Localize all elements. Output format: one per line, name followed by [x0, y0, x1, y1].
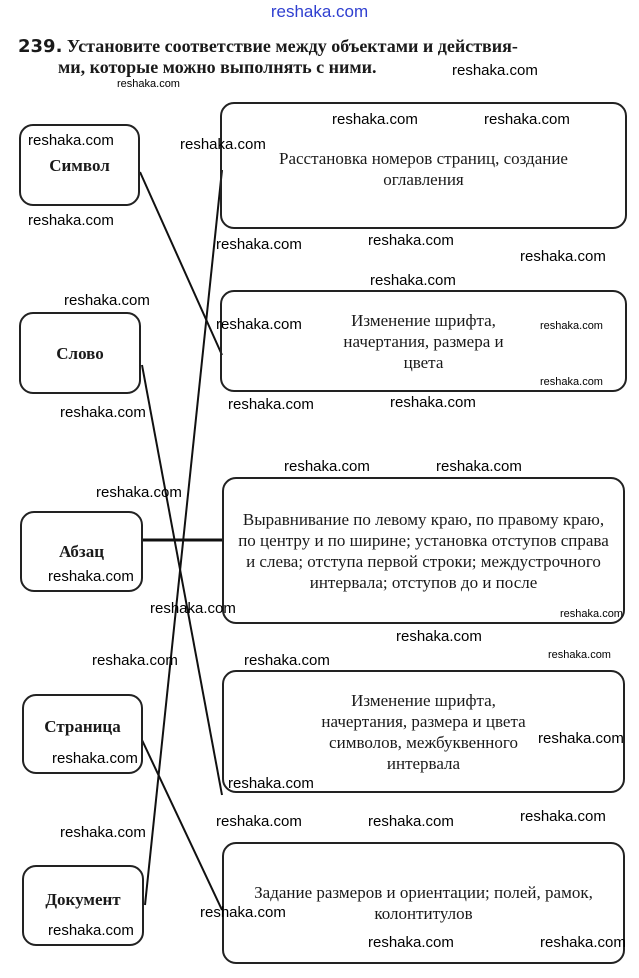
watermark-text: reshaka.com: [332, 111, 418, 128]
watermark-text: reshaka.com: [48, 922, 134, 939]
object-abzac: Абзац: [20, 511, 143, 592]
watermark-text: reshaka.com: [520, 808, 606, 825]
action-font-symbols: Изменение шрифта, начертания, размера и …: [222, 670, 625, 793]
watermark-text: reshaka.com: [228, 396, 314, 413]
match-line-stranica: [141, 739, 223, 911]
watermark-text: reshaka.com: [390, 394, 476, 411]
watermark-text: reshaka.com: [216, 236, 302, 253]
watermark-text: reshaka.com: [48, 568, 134, 585]
watermark-text: reshaka.com: [284, 458, 370, 475]
watermark-text: reshaka.com: [244, 652, 330, 669]
task-text-line2: ми, которые можно выполнять с ними.: [58, 57, 377, 77]
watermark-text: reshaka.com: [560, 608, 623, 620]
watermark-text: reshaka.com: [180, 136, 266, 153]
watermark-text: reshaka.com: [60, 824, 146, 841]
watermark-text: reshaka.com: [396, 628, 482, 645]
watermark-text: reshaka.com: [368, 934, 454, 951]
watermark-text: reshaka.com: [540, 934, 626, 951]
watermark-text: reshaka.com: [200, 904, 286, 921]
watermark-text: reshaka.com: [484, 111, 570, 128]
object-dokument: Документ: [22, 865, 144, 946]
action-alignment: Выравнивание по левому краю, по правому …: [222, 477, 625, 624]
object-simvol: Символ: [19, 124, 140, 206]
watermark-text: reshaka.com: [52, 750, 138, 767]
watermark-text: reshaka.com: [368, 813, 454, 830]
watermark-text: reshaka.com: [370, 272, 456, 289]
watermark-text: reshaka.com: [96, 484, 182, 501]
object-slovo: Слово: [19, 312, 141, 394]
watermark-text: reshaka.com: [538, 730, 624, 747]
task-number: 239.: [18, 36, 63, 57]
watermark-text: reshaka.com: [28, 212, 114, 229]
action-page-setup: Задание размеров и ориентации; полей, ра…: [222, 842, 625, 964]
match-line-slovo: [141, 364, 223, 796]
site-header-link[interactable]: reshaka.com: [270, 2, 369, 21]
watermark-text: reshaka.com: [150, 600, 236, 617]
action-page-numbering: Расстановка номеров страниц, создание ог…: [220, 102, 627, 229]
watermark-text: reshaka.com: [520, 248, 606, 265]
watermark-text: reshaka.com: [436, 458, 522, 475]
watermark-text: reshaka.com: [368, 232, 454, 249]
action-font-change: Изменение шрифта, начертания, размера и …: [220, 290, 627, 392]
watermark-text: reshaka.com: [60, 404, 146, 421]
watermark-text: reshaka.com: [540, 320, 603, 332]
watermark-text: reshaka.com: [540, 376, 603, 388]
task-text-line1: Установите соответствие между объектами …: [66, 36, 518, 56]
watermark-text: reshaka.com: [64, 292, 150, 309]
task-statement: 239. Установите соответствие между объек…: [18, 36, 630, 77]
match-line-simvol: [139, 171, 223, 356]
watermark-text: reshaka.com: [228, 775, 314, 792]
watermark-text: reshaka.com: [216, 813, 302, 830]
watermark-text: reshaka.com: [216, 316, 302, 333]
watermark-text: reshaka.com: [28, 132, 114, 149]
match-line-dokument: [144, 169, 223, 906]
watermark-text: reshaka.com: [548, 649, 611, 661]
watermark-text: reshaka.com: [452, 62, 538, 79]
watermark-text: reshaka.com: [92, 652, 178, 669]
object-stranica: Страница: [22, 694, 143, 774]
watermark-text: reshaka.com: [117, 78, 180, 90]
